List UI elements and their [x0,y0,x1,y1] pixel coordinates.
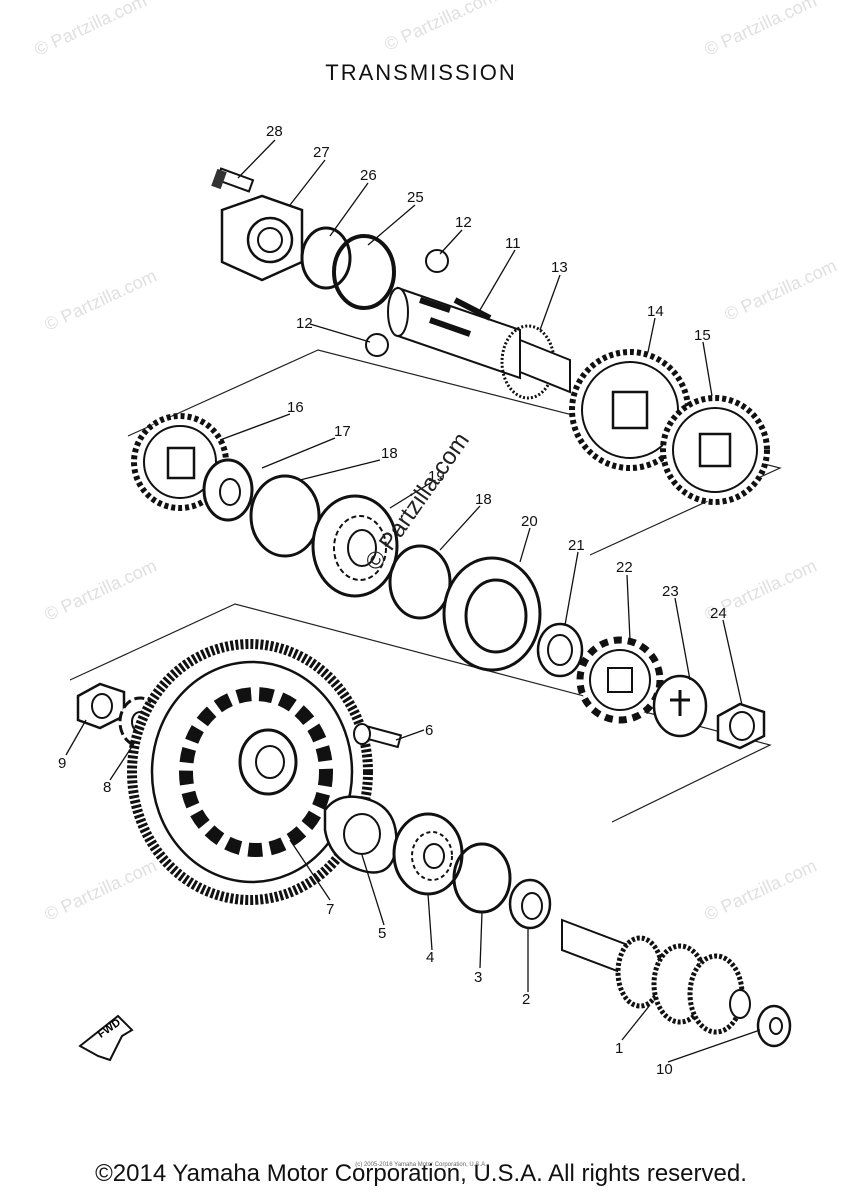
callout: 25 [407,189,424,206]
callout: 24 [710,605,727,622]
part-15-gear [660,395,770,505]
callout: 23 [662,583,679,600]
callout-numbers: 28 27 26 25 12 11 13 14 15 12 16 17 18 1… [58,123,727,1078]
callout: 7 [326,901,334,918]
part-18-circlip [249,474,321,558]
callout: 27 [313,144,330,161]
part-13-sleeve [500,324,571,400]
callout: 1 [615,1040,623,1057]
callout: 18 [475,491,492,508]
callout: 4 [426,949,434,966]
callout: 28 [266,123,283,140]
part-12-ball [365,333,389,357]
part-21-collar [536,622,584,678]
part-22-sprocket [576,636,664,724]
part-12-ball [425,249,449,273]
callout: 26 [360,167,377,184]
part-28-bolt [211,167,255,193]
callout: 18 [381,445,398,462]
group-frame-lower [69,603,772,823]
callout: 16 [287,399,304,416]
callout: 9 [58,755,66,772]
part-10-washer [756,1004,792,1048]
callout: 20 [521,513,538,530]
callout: 14 [647,303,664,320]
callout: 5 [378,925,386,942]
part-17-washer [202,458,254,522]
fwd-arrow-icon: FWD [78,1014,134,1062]
part-7-primary-driven-gear [127,639,373,905]
leader-lines [65,139,761,1063]
callout: 3 [474,969,482,986]
part-4-bearing [392,812,464,896]
callout: 10 [656,1061,673,1078]
callout: 2 [522,991,530,1008]
part-6-bolt [353,723,403,749]
part-23-lock-washer [652,674,708,738]
callout: 21 [568,537,585,554]
callout: 22 [616,559,633,576]
part-11-shift-drum [387,286,521,380]
part-27-bracket [220,194,304,282]
callout: 11 [505,235,521,252]
copyright-notice: ©2014 Yamaha Motor Corporation, U.S.A. A… [95,1160,747,1187]
callout: 17 [334,423,351,440]
part-19-bearing [311,494,399,598]
part-3-circlip [452,842,512,914]
small-credit: (c) 2005-2016 Yamaha Motor Corporation, … [355,1162,487,1168]
part-2-collar [508,878,552,930]
part-18-circlip [388,544,452,620]
group-frame-upper [127,349,782,556]
part-24-nut [716,702,766,750]
callout: 8 [103,779,111,796]
callout: 15 [694,327,711,344]
part-20-oil-seal [442,556,542,672]
callout: 12 [296,315,313,332]
part-25-washer [332,234,396,310]
callout: 19 [428,468,445,485]
part-26-circlip [300,226,352,290]
callout: 13 [551,259,568,276]
callout: 6 [425,722,433,739]
diagram-title: TRANSMISSION [325,60,517,85]
callout: 12 [455,214,472,231]
part-1-main-axle [561,918,751,1035]
